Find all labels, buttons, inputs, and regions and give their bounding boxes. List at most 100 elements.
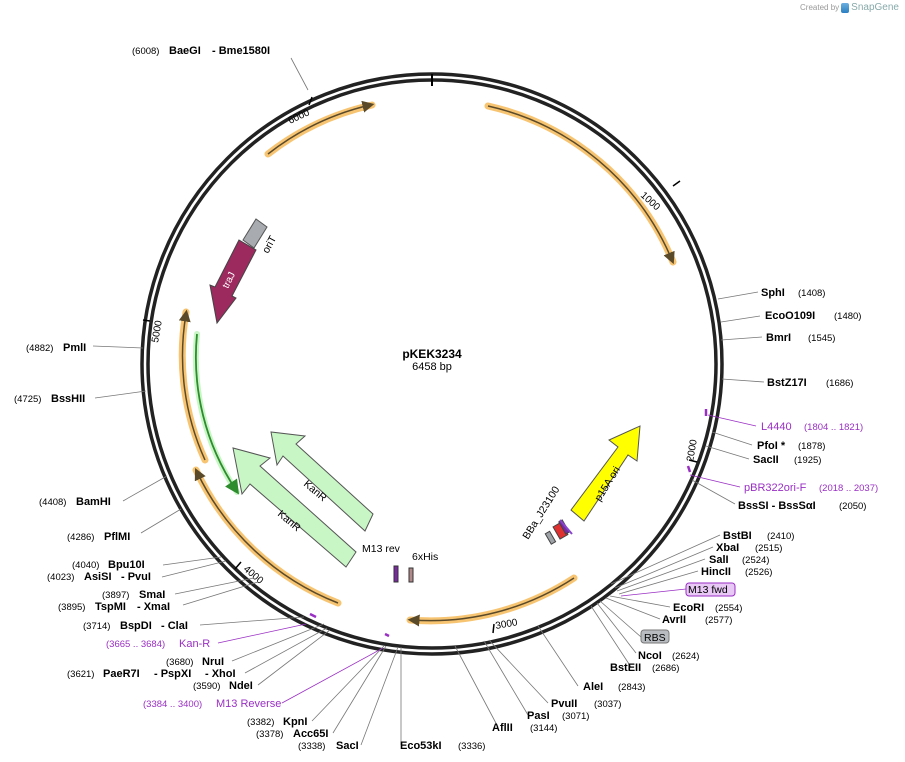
feature-p15a-ori: p15A ori <box>570 425 641 522</box>
tspmi-name: TspMI <box>95 601 126 613</box>
l4440-name: L4440 <box>761 421 792 433</box>
sacii-name: SacII <box>753 454 779 466</box>
kanr-primer-pos: (3665 .. 3684) <box>106 639 165 650</box>
kpni-pos: (3382) <box>247 717 274 728</box>
pasi-name: PasI <box>527 710 550 722</box>
aflii-name: AflII <box>492 722 513 734</box>
bstz17i-pos: (1686) <box>826 378 853 389</box>
ecoo109i-pos: (1480) <box>834 311 861 322</box>
orf-arc-left-upper <box>178 308 209 464</box>
feature-traj: traJ <box>209 239 257 325</box>
l4440-pos: (1804 .. 1821) <box>804 422 863 433</box>
bspdi-name2: - ClaI <box>161 620 188 632</box>
kpni-name: KpnI <box>283 716 307 728</box>
smai-pos: (3897) <box>102 590 129 601</box>
nrui-name: NruI <box>202 656 224 668</box>
orf-arc-bottom <box>406 574 578 625</box>
tick-5000: 5000 <box>150 319 165 343</box>
nrui-pos: (3680) <box>166 657 193 668</box>
site-labels: (6008) BaeGI - Bme1580I SphI (1408) EcoO… <box>14 45 878 752</box>
ecori-pos: (2554) <box>715 603 742 614</box>
ecori-name: EcoRI <box>673 602 704 614</box>
bstz17i-name: BstZ17I <box>767 377 807 389</box>
tick-2000: 2000 <box>685 438 700 462</box>
smai-name: SmaI <box>139 589 165 601</box>
pfoi-pos: (1878) <box>798 441 825 452</box>
m13rev-label: M13 rev <box>362 543 401 555</box>
avrii-name: AvrII <box>662 614 686 626</box>
bsshii-name: BssHII <box>51 393 85 405</box>
paer7i-name2: - PspXI <box>154 668 191 680</box>
snapgene-credit: Created by SnapGene <box>800 2 899 13</box>
baegi-pos: (6008) <box>132 46 159 57</box>
tspmi-name2: - XmaI <box>137 601 170 613</box>
pfoi-name: PfoI * <box>757 440 786 452</box>
hincii-name: HincII <box>701 566 731 578</box>
pasi-pos: (3071) <box>562 711 589 722</box>
pmli-pos: (4882) <box>26 343 53 354</box>
bsshii-pos: (4725) <box>14 394 41 405</box>
plasmid-name: pKEK3234 <box>402 347 462 361</box>
asisi-name2: - PvuI <box>121 571 151 583</box>
sali-pos: (2524) <box>742 555 769 566</box>
feature-m13rev-his: M13 rev 6xHis <box>362 543 438 583</box>
pbr322-pos: (2018 .. 2037) <box>819 483 878 494</box>
ecoo109i-name: EcoO109I <box>765 310 815 322</box>
sali-name: SalI <box>709 554 729 566</box>
leader-lines <box>92 57 765 746</box>
bmri-name: BmrI <box>766 332 791 344</box>
plasmid-length: 6458 bp <box>412 361 452 373</box>
paer7i-name3: - XhoI <box>205 668 236 680</box>
bstbi-pos: (2410) <box>767 531 794 542</box>
bspdi-name: BspDI <box>120 620 152 632</box>
m13fwd-box <box>685 582 736 597</box>
bsssi-pos: (2050) <box>839 501 866 512</box>
bpu10i-pos: (4040) <box>72 560 99 571</box>
paer7i-name: PaeR7I <box>103 668 140 680</box>
orf-arc-top-left <box>264 101 376 158</box>
sphi-name: SphI <box>761 287 785 299</box>
sacii-pos: (1925) <box>794 455 821 466</box>
bpu10i-name: Bpu10I <box>108 559 145 571</box>
feature-bba-j23100: BBa_J23100 <box>520 484 573 545</box>
orf-arcs <box>178 100 677 627</box>
alei-pos: (2843) <box>618 682 645 693</box>
ncoi-pos: (2624) <box>672 651 699 662</box>
asisi-name: AsiSI <box>84 571 112 583</box>
xbai-name: XbaI <box>716 542 739 554</box>
rbs-label: RBS <box>644 632 666 644</box>
bsssi-name: BssSI - BssSαI <box>738 500 816 512</box>
aflii-pos: (3144) <box>530 723 557 734</box>
baegi-name2: - Bme1580I <box>212 45 270 57</box>
m13reverse-name: M13 Reverse <box>216 698 281 710</box>
pvuii-pos: (3037) <box>594 699 621 710</box>
kanr-primer-name: Kan-R <box>179 638 210 650</box>
bstbi-name: BstBI <box>723 530 752 542</box>
sphi-pos: (1408) <box>798 288 825 299</box>
ndei-pos: (3590) <box>193 681 220 692</box>
ndei-name: NdeI <box>229 680 253 692</box>
xbai-pos: (2515) <box>755 543 782 554</box>
acc65i-name: Acc65I <box>293 728 328 740</box>
tick-3000: 3000 <box>495 617 519 632</box>
m13reverse-pos: (3384 .. 3400) <box>143 699 202 710</box>
alei-name: AleI <box>583 681 603 693</box>
credit-text: Created by <box>800 3 840 12</box>
asisi-pos: (4023) <box>47 572 74 583</box>
eco53ki-pos: (3336) <box>458 741 485 752</box>
credit-brand: SnapGene <box>851 2 899 13</box>
eco53ki-name: Eco53kI <box>400 740 442 752</box>
pmli-name: PmlI <box>63 342 86 354</box>
bmri-pos: (1545) <box>808 333 835 344</box>
saci-pos: (3338) <box>298 741 325 752</box>
pvuii-name: PvuII <box>551 698 577 710</box>
hincii-pos: (2526) <box>745 567 772 578</box>
orit-label: oriT <box>260 233 279 255</box>
paer7i-pos: (3621) <box>67 669 94 680</box>
orf-arc-top-right <box>484 102 677 266</box>
his-label: 6xHis <box>412 551 438 563</box>
ncoi-name: NcoI <box>638 650 662 662</box>
bspdi-pos: (3714) <box>83 621 110 632</box>
bamhi-pos: (4408) <box>39 497 66 508</box>
baegi-name: BaeGI <box>169 45 201 57</box>
